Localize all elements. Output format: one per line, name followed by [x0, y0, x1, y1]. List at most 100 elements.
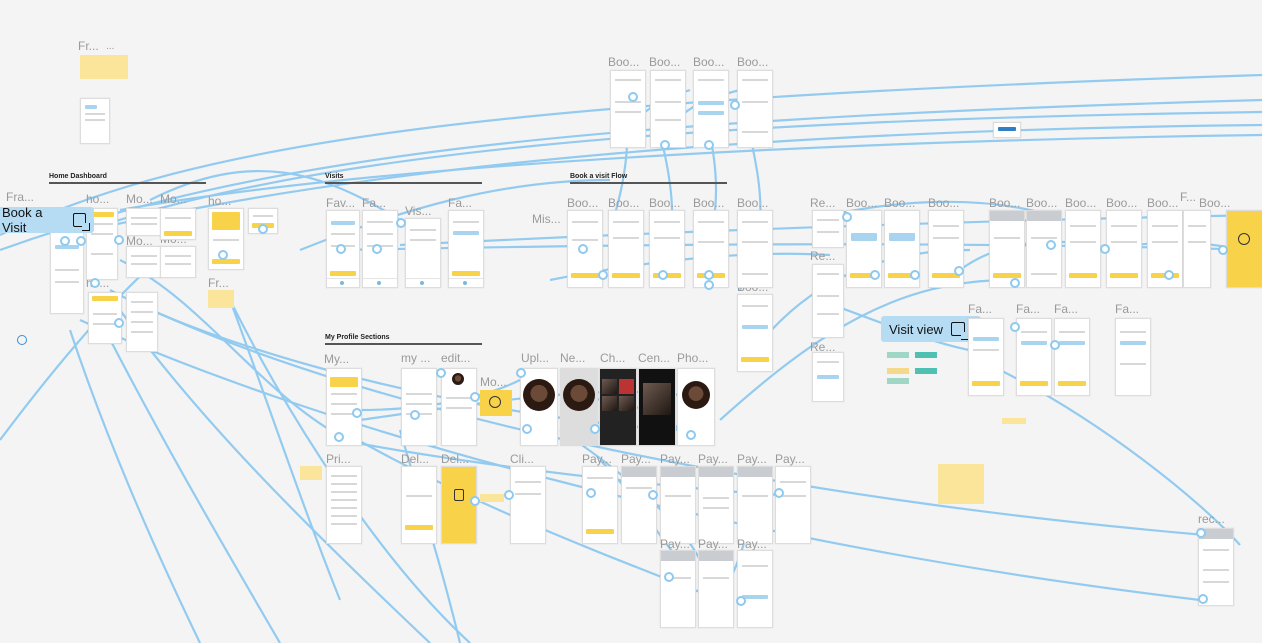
connector-dot[interactable] [1010, 278, 1020, 288]
sticky-note-2[interactable] [208, 290, 234, 308]
connector-dot[interactable] [396, 218, 406, 228]
screen-privacy[interactable] [326, 466, 362, 544]
connector-dot[interactable] [90, 278, 100, 288]
connector-dot[interactable] [76, 236, 86, 246]
frame-label-upl[interactable]: Upl... [521, 351, 550, 365]
screen-book-top-2[interactable] [650, 70, 686, 148]
connector-dot[interactable] [436, 368, 446, 378]
screen-home-3[interactable] [208, 208, 244, 270]
frame-label-boo-top-1[interactable]: Boo... [608, 55, 640, 69]
frame-label-fra[interactable]: Fra... [6, 190, 35, 204]
frame-label-ch[interactable]: Ch... [600, 351, 626, 365]
screen-payment-5[interactable] [737, 466, 773, 544]
frame-label-pay-1[interactable]: Pay... [582, 452, 612, 466]
chip-4[interactable] [915, 368, 937, 374]
frame-label-boo-d[interactable]: Boo... [693, 196, 725, 210]
connector-dot[interactable] [658, 270, 668, 280]
screen-center-photo[interactable] [638, 368, 676, 446]
frame-label-vis[interactable]: Vis... [405, 204, 432, 218]
frame-label-fav[interactable]: Fav... [326, 196, 356, 210]
connector-dot[interactable] [730, 100, 740, 110]
screen-visit-view-4[interactable] [1115, 318, 1151, 396]
connector-dot[interactable] [258, 224, 268, 234]
frame-label-pho[interactable]: Pho... [677, 351, 709, 365]
screen-book-top-4[interactable] [737, 70, 773, 148]
connector-dot[interactable] [1050, 340, 1060, 350]
screen-visit-view-3[interactable] [1054, 318, 1090, 396]
screen-book-r3[interactable] [928, 210, 964, 288]
frame-label-cli[interactable]: Cli... [510, 452, 534, 466]
frame-label-pay-6[interactable]: Pay... [775, 452, 805, 466]
screen-profile-1[interactable] [326, 368, 362, 446]
connector-dot[interactable] [336, 244, 346, 254]
chip-3[interactable] [887, 368, 909, 374]
frame-label-boo-i[interactable]: Boo... [928, 196, 960, 210]
screen-recording[interactable] [1198, 528, 1234, 606]
screen-choose-photo[interactable] [599, 368, 637, 446]
connector-dot[interactable] [1100, 244, 1110, 254]
frame-label-my-2[interactable]: my ... [401, 351, 431, 365]
frame-label-pay-8[interactable]: Pay... [698, 537, 728, 551]
screen-payment-7[interactable] [660, 550, 696, 628]
modal-upload[interactable] [480, 390, 512, 416]
frame-label-boo-a[interactable]: Boo... [567, 196, 599, 210]
screen-payment-2[interactable] [621, 466, 657, 544]
frame-label-mo-1[interactable]: Mo... [126, 192, 153, 206]
frame-label-rec[interactable]: rec... [1198, 512, 1225, 526]
screen-photo-done[interactable] [677, 368, 715, 446]
frame-label-cen[interactable]: Cen... [638, 351, 671, 365]
screen-payment-9[interactable] [737, 550, 773, 628]
frame-label-fr[interactable]: Fr... [78, 39, 99, 53]
screen-home-5[interactable] [126, 292, 158, 352]
sticky-delete[interactable] [480, 494, 504, 502]
screen-visits-4[interactable] [448, 210, 484, 288]
frame-label-mo-2[interactable]: Mo... [160, 192, 187, 206]
frame-label-fa-2[interactable]: Fa... [448, 196, 473, 210]
screen-modal-3[interactable] [126, 246, 162, 278]
screen-modal-1[interactable] [126, 208, 162, 236]
frame-label-boo-c[interactable]: Boo... [649, 196, 681, 210]
frame-label-ho-1[interactable]: ho... [86, 192, 110, 206]
book-visit-button[interactable]: Book a Visit [0, 205, 94, 235]
connector-dot[interactable] [664, 572, 674, 582]
frame-label-boo-n[interactable]: Boo... [1199, 196, 1231, 210]
frame-label-mo-3[interactable]: Mo... [126, 234, 153, 248]
frame-label-mo-prof[interactable]: Mo... [480, 375, 507, 389]
screen-book-r5[interactable] [1026, 210, 1062, 288]
connector-dot[interactable] [686, 430, 696, 440]
screen-book-r6[interactable] [1065, 210, 1101, 288]
frame-label-mis[interactable]: Mis... [532, 212, 561, 226]
connector-dot[interactable] [1046, 240, 1056, 250]
connector-dot[interactable] [218, 250, 228, 260]
connector-dot[interactable] [114, 318, 124, 328]
screen-book-top-3[interactable] [693, 70, 729, 148]
connector-dot[interactable] [114, 235, 124, 245]
frame-label-pay-5[interactable]: Pay... [737, 452, 767, 466]
frame-label-boo-top-2[interactable]: Boo... [649, 55, 681, 69]
screen-payment-8[interactable] [698, 550, 734, 628]
connector-dot[interactable] [470, 392, 480, 402]
connector-dot[interactable] [910, 270, 920, 280]
frame-label-pay-3[interactable]: Pay... [660, 452, 690, 466]
connector-dot[interactable] [1164, 270, 1174, 280]
screen-book-2[interactable] [608, 210, 644, 288]
connector-dot[interactable] [352, 408, 362, 418]
frame-label-f[interactable]: F... [1180, 190, 1197, 204]
mini-screen[interactable] [80, 98, 110, 144]
frame-label-boo-e[interactable]: Boo... [737, 196, 769, 210]
chip-5[interactable] [887, 378, 909, 384]
connector-dot[interactable] [372, 244, 382, 254]
screen-book-r4[interactable] [989, 210, 1025, 288]
visit-view-button[interactable]: Visit view [881, 316, 981, 342]
screen-modal-2[interactable] [160, 208, 196, 240]
screen-payment-6[interactable] [775, 466, 811, 544]
chip-2[interactable] [915, 352, 937, 358]
connector-dot[interactable] [516, 368, 526, 378]
frame-label-del-1[interactable]: Del... [401, 452, 430, 466]
frame-label-pay-7[interactable]: Pay... [660, 537, 690, 551]
connector-dot[interactable] [736, 596, 746, 606]
frame-label-boo-m2[interactable]: Boo... [1147, 196, 1179, 210]
connector-dot[interactable] [522, 424, 532, 434]
connector-dot[interactable] [1198, 594, 1208, 604]
frame-label-edit[interactable]: edit... [441, 351, 471, 365]
